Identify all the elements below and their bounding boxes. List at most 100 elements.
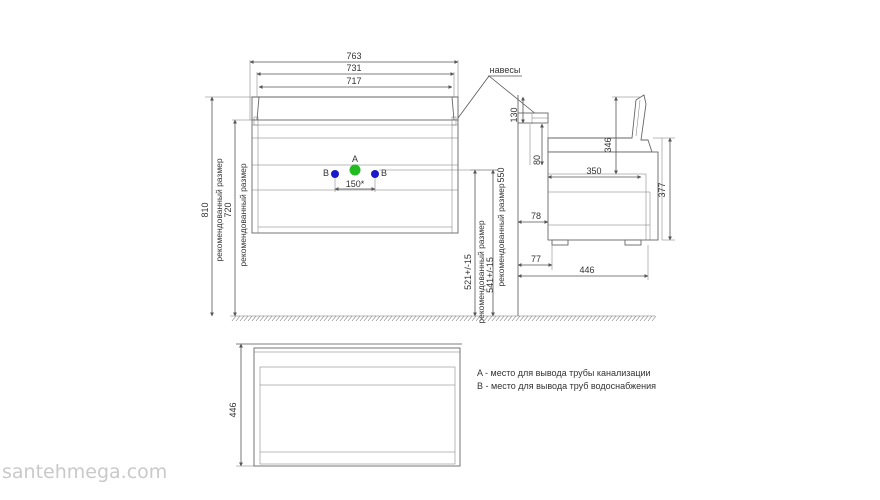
floor-hatch-stroke (495, 315, 501, 322)
floor-hatch-stroke (391, 315, 397, 322)
floor-hatch-stroke (295, 315, 301, 322)
floor-hatch-stroke (263, 315, 269, 322)
floor-hatch-stroke (383, 315, 389, 322)
dim-446-top: 446 (228, 343, 243, 467)
floor-hatch-stroke (323, 315, 329, 322)
dim-78-label: 78 (531, 211, 541, 221)
side-view: 130 80 346 350 (509, 94, 675, 316)
floor-hatch-stroke (451, 315, 457, 322)
legend-b: B - место для вывода труб водоснабжения (477, 381, 656, 391)
dim-350: 350 (547, 166, 642, 179)
rec-size-left-2: рекомендованный размер (238, 163, 248, 267)
dim-78: 78 (517, 211, 549, 224)
floor-hatch-stroke (271, 315, 277, 322)
dim-717-label: 717 (346, 76, 361, 86)
floor-hatch-stroke (499, 315, 505, 322)
floor-hatch-stroke (539, 315, 545, 322)
floor-hatch-stroke (507, 315, 513, 322)
floor-hatch-stroke (319, 315, 325, 322)
floor-hatch-stroke (403, 315, 409, 322)
floor-hatch-stroke (415, 315, 421, 322)
floor-hatch-stroke (611, 315, 617, 322)
legend: A - место для вывода трубы канализации B… (477, 368, 656, 391)
floor-hatch-stroke (367, 315, 373, 322)
floor-hatch-stroke (247, 315, 253, 322)
floor-hatch-stroke (543, 315, 549, 322)
floor-hatch-stroke (335, 315, 341, 322)
floor-hatch-stroke (427, 315, 433, 322)
dim-763-label: 763 (346, 51, 361, 61)
dim-346: 346 (603, 96, 640, 175)
floor-hatch-stroke (375, 315, 381, 322)
floor-hatch-stroke (547, 315, 553, 322)
water-outlet-point-b-left (331, 170, 339, 178)
floor-hatch-stroke (339, 315, 345, 322)
floor-hatch-stroke (595, 315, 601, 322)
floor-hatch-stroke (479, 315, 485, 322)
floor-hatch-stroke (255, 315, 261, 322)
floor-hatch-stroke (275, 315, 281, 322)
rec-size-right-2: рекомендованный размер (496, 183, 506, 287)
floor-hatch-stroke (459, 315, 465, 322)
floor-hatch-stroke (419, 315, 425, 322)
sewer-outlet-point-a (349, 164, 361, 176)
point-a-label: A (352, 154, 358, 164)
dim-130: 130 (509, 96, 525, 124)
dim-80: 80 (532, 123, 544, 166)
dim-720-label: 720 (223, 202, 233, 217)
dim-541-label: 541+/-15 (485, 257, 495, 293)
floor-hatch-stroke (555, 315, 561, 322)
dim-77: 77 (517, 245, 553, 270)
floor-hatch-stroke (639, 315, 645, 322)
dim-346-label: 346 (603, 137, 613, 152)
floor-hatch-stroke (363, 315, 369, 322)
floor-hatch-stroke (267, 315, 273, 322)
floor-hatch-stroke (231, 315, 237, 322)
floor-hatch-stroke (439, 315, 445, 322)
floor-hatch-stroke (447, 315, 453, 322)
floor-hatch-stroke (315, 315, 321, 322)
floor-hatch-stroke (563, 315, 569, 322)
floor-hatch-stroke (283, 315, 289, 322)
floor-hatch-stroke (467, 315, 473, 322)
floor-hatch-stroke (627, 315, 633, 322)
floor-hatch-stroke (331, 315, 337, 322)
floor-hatch-stroke (527, 315, 533, 322)
dim-731: 731 (256, 63, 455, 76)
floor-hatch-stroke (487, 315, 493, 322)
floor-hatch-stroke (395, 315, 401, 322)
dim-763: 763 (249, 51, 459, 64)
floor-hatch-stroke (435, 315, 441, 322)
floor-hatch-stroke (635, 315, 641, 322)
floor-hatch-stroke (531, 315, 537, 322)
floor-hatch-stroke (407, 315, 413, 322)
dim-150: 150* (334, 179, 376, 191)
floor-hatch-stroke (607, 315, 613, 322)
floor-hatch-stroke (503, 315, 509, 322)
floor-hatch-stroke (583, 315, 589, 322)
top-view: 446 (228, 343, 462, 467)
dim-446-side: 446 (517, 245, 649, 280)
floor-hatch-stroke (575, 315, 581, 322)
floor-hatch-stroke (535, 315, 541, 322)
dim-810: 810 рекомендованный размер (200, 96, 224, 317)
floor-hatch-stroke (631, 315, 637, 322)
floor-hatch-stroke (235, 315, 241, 322)
dim-717: 717 (258, 76, 453, 89)
floor-hatch-stroke (579, 315, 585, 322)
floor-hatch-stroke (483, 315, 489, 322)
point-b-left-label: B (323, 168, 329, 178)
floor-hatch-stroke (491, 315, 497, 322)
basin-side-profile (547, 94, 653, 153)
dim-446-top-label: 446 (228, 402, 238, 417)
dim-80-label: 80 (532, 155, 542, 165)
dim-810-label: 810 (200, 202, 210, 217)
floor-hatch-stroke (599, 315, 605, 322)
floor-hatch-stroke (615, 315, 621, 322)
floor-hatch-stroke (359, 315, 365, 322)
water-outlet-point-b-right (371, 170, 379, 178)
floor-hatch-stroke (551, 315, 557, 322)
floor-hatch-stroke (587, 315, 593, 322)
floor-line (230, 315, 657, 322)
